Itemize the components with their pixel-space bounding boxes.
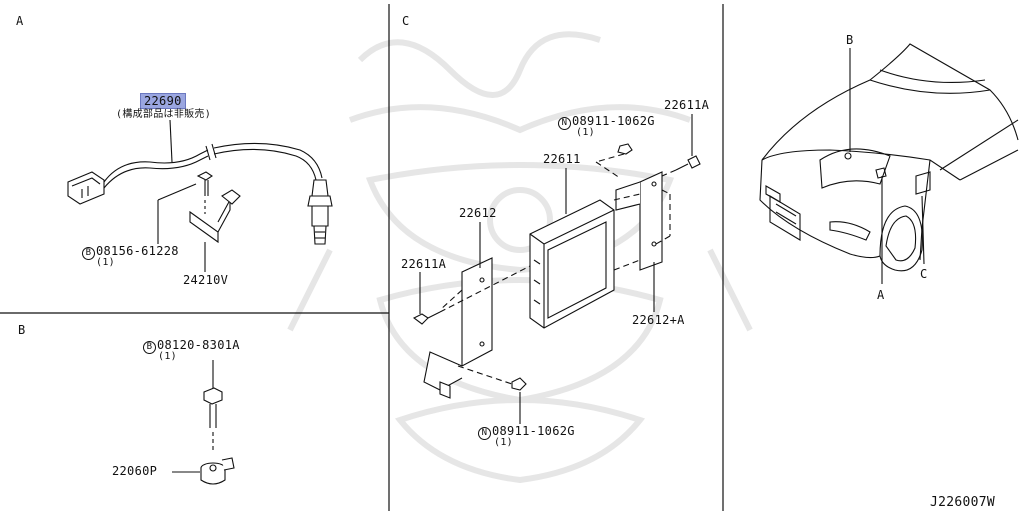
nut-top-quantity: (1)	[576, 127, 595, 138]
part-number-22612[interactable]: 22612	[459, 206, 497, 220]
part-number-22612-a[interactable]: 22612+A	[632, 313, 685, 327]
car-location-a: A	[877, 288, 885, 302]
bolt-a-quantity: (1)	[96, 257, 115, 268]
knock-sensor-drawing	[172, 360, 235, 485]
nut-top-number: 08911-1062G	[572, 114, 655, 128]
ecm-drawing	[412, 114, 701, 424]
part-number-22611[interactable]: 22611	[543, 152, 581, 166]
part-note-22690: (構成部品は非販売)	[116, 109, 212, 120]
bolt-a-number: 08156-61228	[96, 244, 179, 258]
car-location-b: B	[846, 33, 854, 47]
part-number-22611a-left[interactable]: 22611A	[401, 257, 447, 271]
part-number-24210v[interactable]: 24210V	[183, 273, 229, 287]
section-label-a: A	[16, 14, 24, 28]
car-location-drawing	[759, 43, 1019, 284]
circle-n-icon: N	[558, 117, 571, 130]
nut-bottom-number: 08911-1062G	[492, 424, 575, 438]
section-label-c: C	[402, 14, 410, 28]
part-number-22611a-top[interactable]: 22611A	[664, 98, 710, 112]
circle-b-icon: B	[82, 247, 95, 260]
bolt-b-number: 08120-8301A	[157, 338, 240, 352]
bracket-24210v-drawing	[157, 171, 241, 272]
circle-b-icon: B	[143, 341, 156, 354]
car-location-c: C	[920, 267, 928, 281]
part-number-22690[interactable]: 22690	[140, 93, 186, 109]
nut-bottom-quantity: (1)	[494, 437, 513, 448]
oxygen-sensor-drawing	[67, 119, 333, 245]
section-label-b: B	[18, 323, 26, 337]
diagram-id: J226007W	[930, 495, 996, 510]
bolt-b-quantity: (1)	[158, 351, 177, 362]
circle-n-icon: N	[478, 427, 491, 440]
part-number-22060p[interactable]: 22060P	[112, 464, 158, 478]
